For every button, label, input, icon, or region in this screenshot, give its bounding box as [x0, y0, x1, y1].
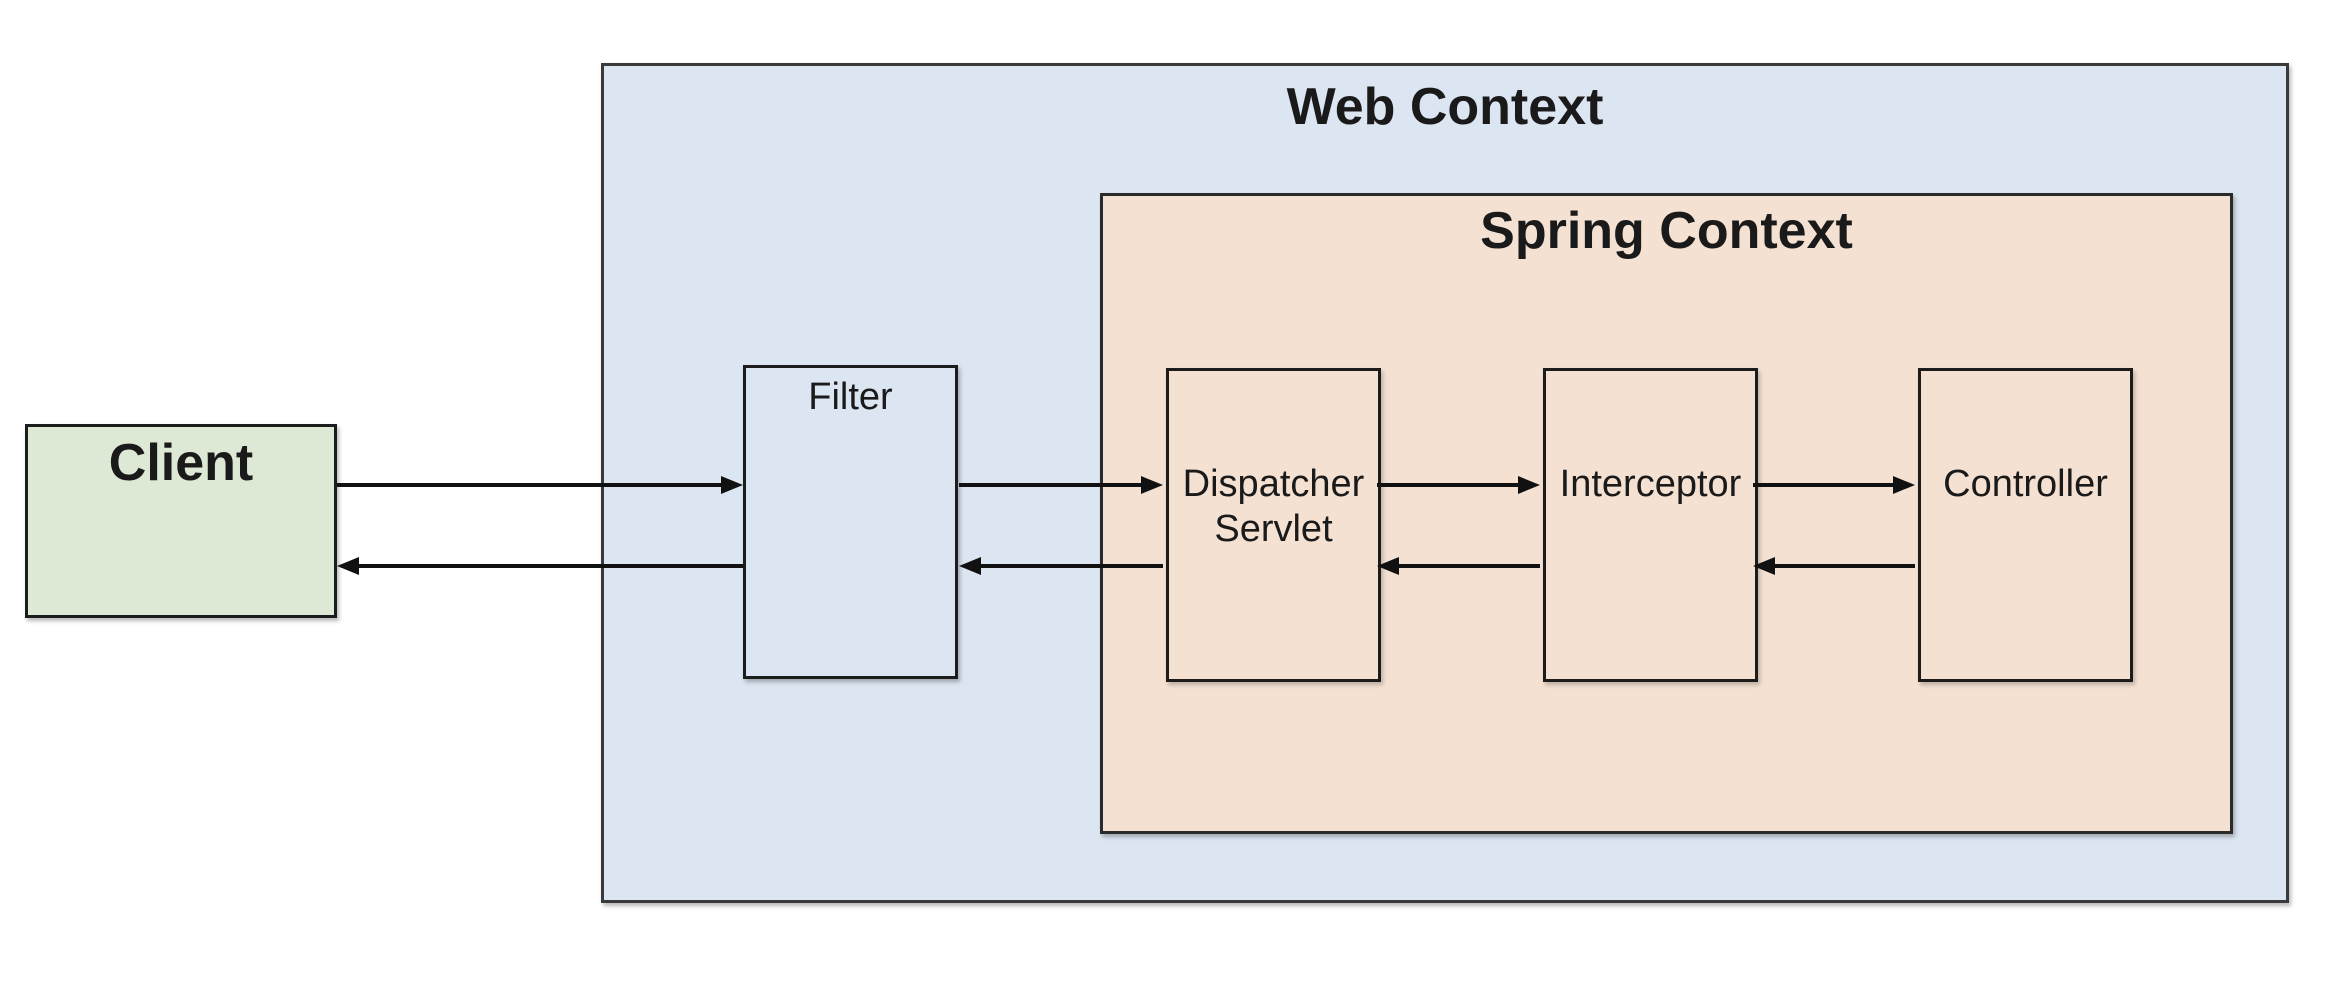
arrow-dispatcher-to-interceptor	[1377, 475, 1540, 495]
arrowhead-left-icon	[337, 557, 359, 575]
arrow-shaft	[1377, 483, 1522, 487]
arrow-filter-to-dispatcher	[959, 475, 1163, 495]
dispatcher-servlet-box: Dispatcher Servlet	[1166, 368, 1381, 682]
arrowhead-left-icon	[1753, 557, 1775, 575]
arrow-shaft	[977, 564, 1163, 568]
arrow-filter-to-client	[337, 556, 743, 576]
client-label: Client	[108, 434, 254, 492]
controller-label: Controller	[1943, 463, 2108, 505]
arrow-shaft	[337, 483, 725, 487]
web-context-title: Web Context	[1286, 78, 1604, 136]
arrow-interceptor-to-controller	[1753, 475, 1915, 495]
filter-label: Filter	[808, 376, 893, 418]
filter-box: Filter	[743, 365, 958, 679]
arrowhead-right-icon	[721, 476, 743, 494]
web-context-container: Web Context Spring Context Dispatcher Se…	[601, 63, 2289, 903]
arrow-shaft	[1395, 564, 1540, 568]
interceptor-box: Interceptor	[1543, 368, 1758, 682]
controller-box: Controller	[1918, 368, 2133, 682]
arrow-controller-to-interceptor	[1753, 556, 1915, 576]
arrowhead-left-icon	[959, 557, 981, 575]
interceptor-label: Interceptor	[1559, 463, 1742, 505]
arrow-shaft	[1771, 564, 1915, 568]
arrowhead-right-icon	[1518, 476, 1540, 494]
arrow-dispatcher-to-filter	[959, 556, 1163, 576]
spring-context-title: Spring Context	[1480, 202, 1853, 260]
client-box: Client	[25, 424, 337, 618]
dispatcher-servlet-label: Dispatcher Servlet	[1182, 463, 1365, 550]
arrow-shaft	[1753, 483, 1897, 487]
arrow-client-to-filter	[337, 475, 743, 495]
arrow-shaft	[959, 483, 1145, 487]
arrowhead-right-icon	[1893, 476, 1915, 494]
arrowhead-right-icon	[1141, 476, 1163, 494]
spring-context-container: Spring Context Dispatcher Servlet Interc…	[1100, 193, 2233, 834]
arrow-shaft	[355, 564, 743, 568]
arrow-interceptor-to-dispatcher	[1377, 556, 1540, 576]
arrowhead-left-icon	[1377, 557, 1399, 575]
